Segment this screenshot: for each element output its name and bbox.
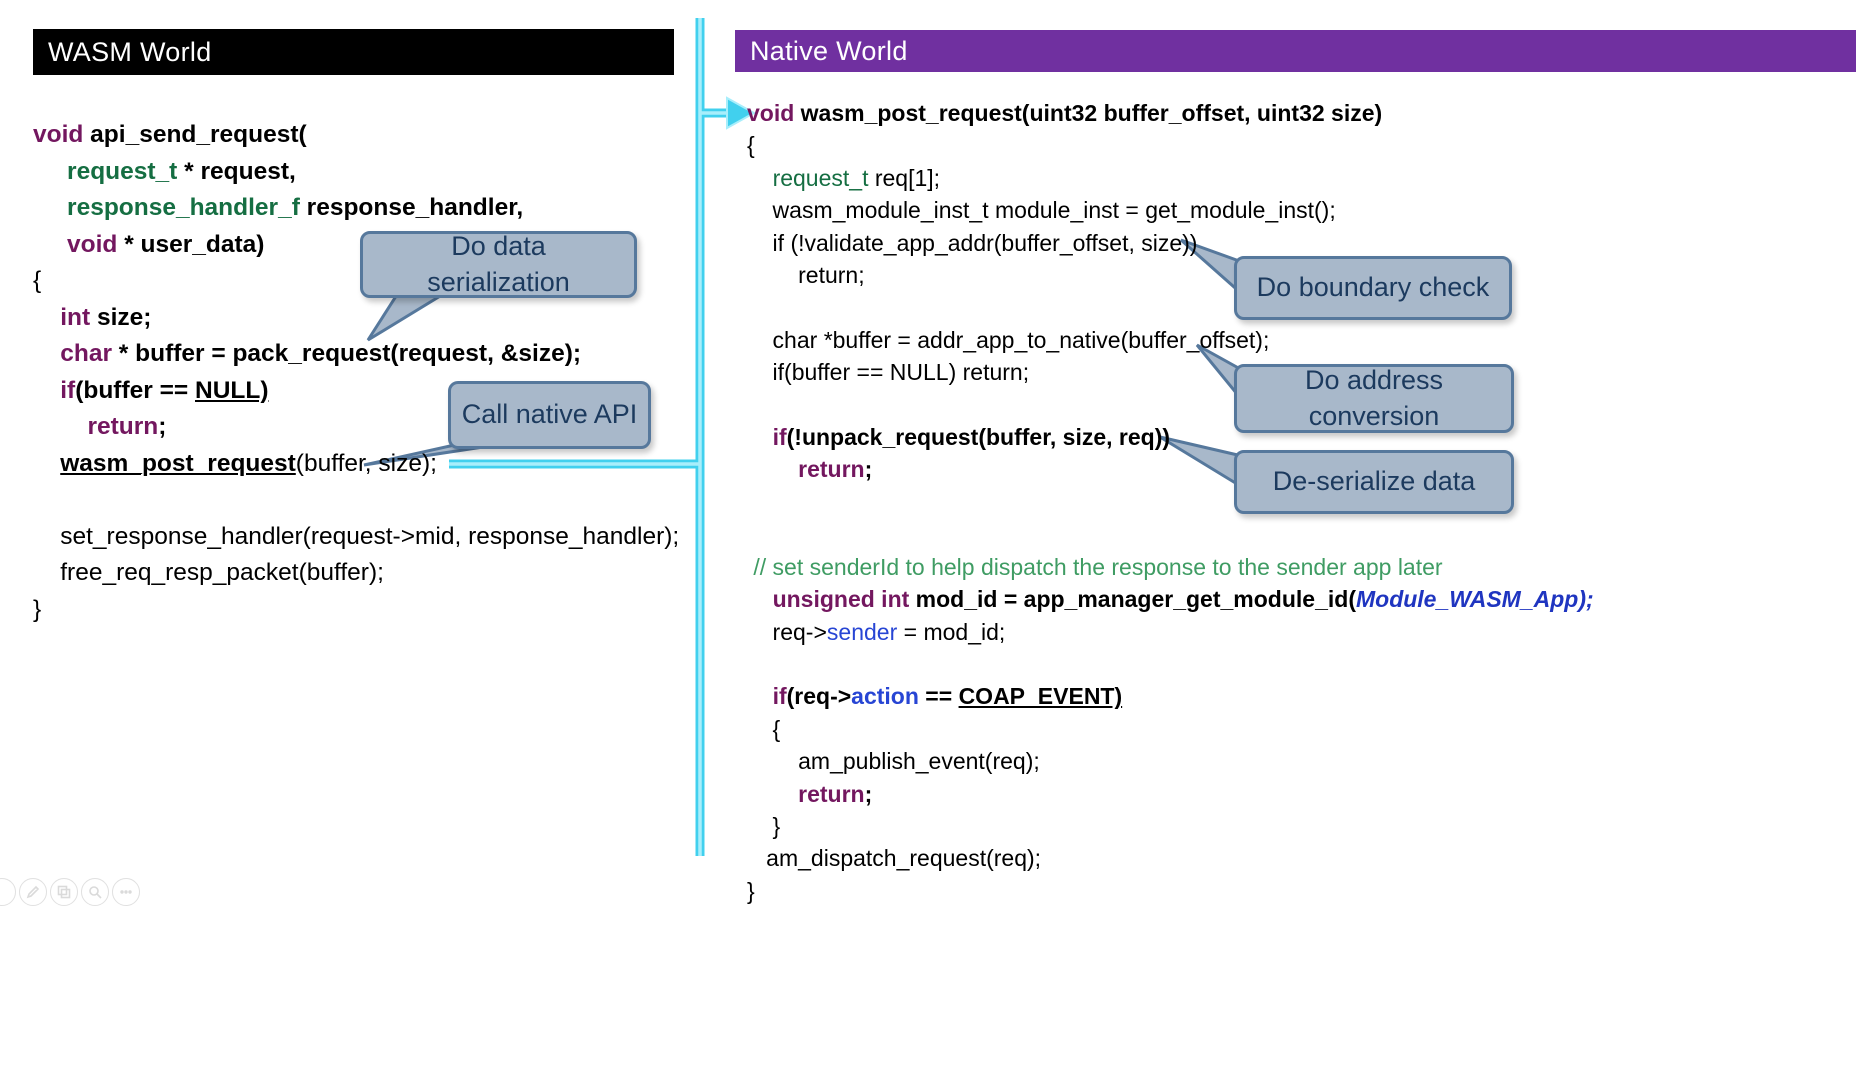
code-line: unsigned int mod_id = app_manager_get_mo… — [772, 586, 1594, 613]
code-line: wasm_post_request(buffer, size); — [60, 449, 437, 477]
code-line: { — [747, 132, 755, 159]
callout-text: Do address conversion — [1304, 365, 1444, 431]
code-line: if(buffer == NULL) return; — [747, 359, 1030, 386]
native-world-title: Native World — [750, 35, 908, 66]
copy-icon[interactable] — [50, 878, 78, 906]
code-line: } — [747, 877, 755, 904]
code-line: return; — [33, 413, 167, 440]
code-line: char * buffer = pack_request(request, &s… — [33, 340, 582, 367]
callout-do-address-conversion: Do address conversion — [1234, 364, 1514, 433]
callout-text: Call native API — [461, 399, 638, 430]
code-line: free_req_resp_packet(buffer); — [33, 559, 384, 586]
callout-text: De-serialize data — [1272, 466, 1476, 497]
code-line: // set senderId to help dispatch the res… — [747, 553, 1443, 580]
code-line: request_t req[1]; — [772, 164, 941, 191]
code-line: req->sender = mod_id; — [747, 618, 1006, 645]
wasm-world-title: WASM World — [48, 36, 212, 67]
code-line: } — [747, 812, 781, 839]
code-line: return; — [747, 262, 865, 289]
code-line: int size; — [33, 303, 152, 331]
code-line: char *buffer = addr_app_to_native(buffer… — [747, 326, 1270, 353]
code-line: am_dispatch_request(req); — [747, 845, 1042, 872]
callout-do-boundary-check: Do boundary check — [1234, 256, 1512, 320]
native-code-block: void wasm_post_request(uint32 buffer_off… — [747, 97, 1594, 907]
callout-text: Do boundary check — [1256, 272, 1490, 303]
code-line: if(buffer == NULL) — [60, 376, 269, 404]
code-line: void wasm_post_request(uint32 buffer_off… — [747, 100, 1383, 126]
zoom-icon[interactable] — [81, 878, 109, 906]
callout-call-native-api: Call native API — [448, 381, 651, 449]
code-line: { — [33, 267, 42, 294]
wasm-code-block: void api_send_request( request_t * reque… — [33, 117, 679, 628]
callout-deserialize-data: De-serialize data — [1234, 450, 1514, 514]
wasm-world-header: WASM World — [33, 29, 674, 75]
code-line: set_response_handler(request->mid, respo… — [33, 522, 680, 550]
callout-text: Do data serialization — [427, 231, 570, 297]
code-line: am_publish_event(req); — [747, 748, 1040, 775]
native-world-header: Native World — [735, 30, 1856, 72]
code-line — [747, 518, 1594, 550]
code-line: request_t * request, — [33, 157, 296, 185]
more-icon[interactable] — [112, 878, 140, 906]
code-line: if(req->action == COAP_EVENT) — [772, 683, 1123, 710]
code-line: wasm_module_inst_t module_inst = get_mod… — [747, 197, 1336, 224]
callout-do-data-serialization: Do data serialization — [360, 231, 637, 298]
code-line: return; — [798, 780, 873, 807]
code-line — [747, 648, 1594, 680]
code-line: if(!unpack_request(buffer, size, req)) — [772, 424, 1171, 451]
edit-icon[interactable] — [19, 878, 47, 906]
code-line: void * user_data) — [33, 230, 265, 258]
flow-arrow — [449, 18, 757, 856]
viewer-toolbar — [0, 878, 140, 906]
code-line: } — [33, 595, 42, 623]
clipped-tool-button[interactable] — [0, 878, 16, 906]
code-line: return; — [798, 456, 873, 483]
code-line: { — [747, 715, 781, 742]
arrowhead-icon — [726, 96, 757, 130]
code-line — [33, 482, 679, 519]
code-line: response_handler_f response_handler, — [33, 194, 524, 221]
code-line: void api_send_request( — [33, 121, 307, 148]
code-line: if (!validate_app_addr(buffer_offset, si… — [747, 229, 1198, 256]
